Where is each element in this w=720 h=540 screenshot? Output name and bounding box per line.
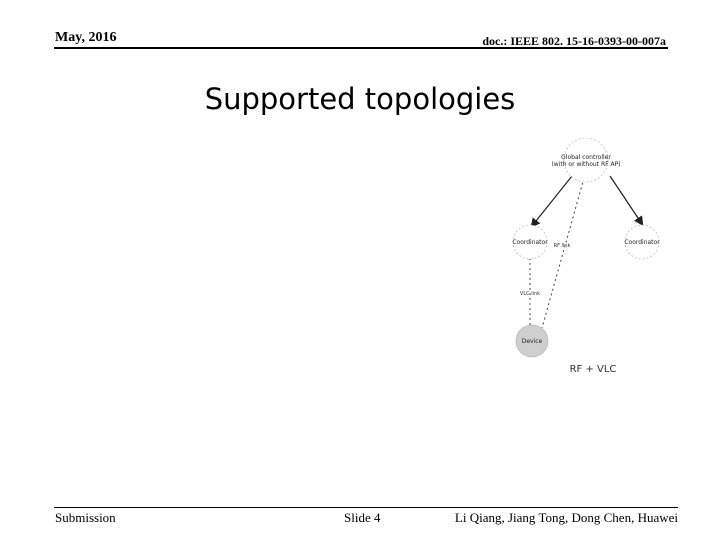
header-doc-id: doc.: IEEE 802. 15-16-0393-00-007a xyxy=(482,34,666,48)
arrow-to-right-coordinator xyxy=(609,175,644,226)
topology-diagram: Global controller (with or without RF AP… xyxy=(512,138,660,358)
device-label: Device xyxy=(522,338,543,345)
header-date: May, 2016 xyxy=(55,30,117,45)
global-controller-sublabel: (with or without RF AP) xyxy=(551,161,620,168)
right-coordinator-label: Coordinator xyxy=(624,239,660,246)
footer-rule xyxy=(54,507,678,508)
right-coordinator-node: Coordinator xyxy=(624,224,660,260)
arrow-to-left-coordinator xyxy=(530,175,573,228)
diagram-caption: RF + VLC xyxy=(569,364,617,375)
device-node: Device xyxy=(515,324,549,358)
left-coordinator-label: Coordinator xyxy=(512,239,548,246)
dashed-link-controller-to-device xyxy=(541,177,585,329)
slide-title: Supported topologies xyxy=(204,82,516,116)
rf-link-label: RF link xyxy=(554,243,571,249)
global-controller-node: Global controller (with or without RF AP… xyxy=(551,138,621,183)
global-controller-label: Global controller xyxy=(561,154,611,161)
footer-submission: Submission xyxy=(55,510,116,525)
footer-slide-number: Slide 4 xyxy=(344,510,381,525)
header-rule xyxy=(54,47,668,49)
vlc-link-label: VLC link xyxy=(520,291,540,297)
footer-authors: Li Qiang, Jiang Tong, Dong Chen, Huawei xyxy=(454,510,678,525)
left-coordinator-node: Coordinator xyxy=(512,224,548,260)
